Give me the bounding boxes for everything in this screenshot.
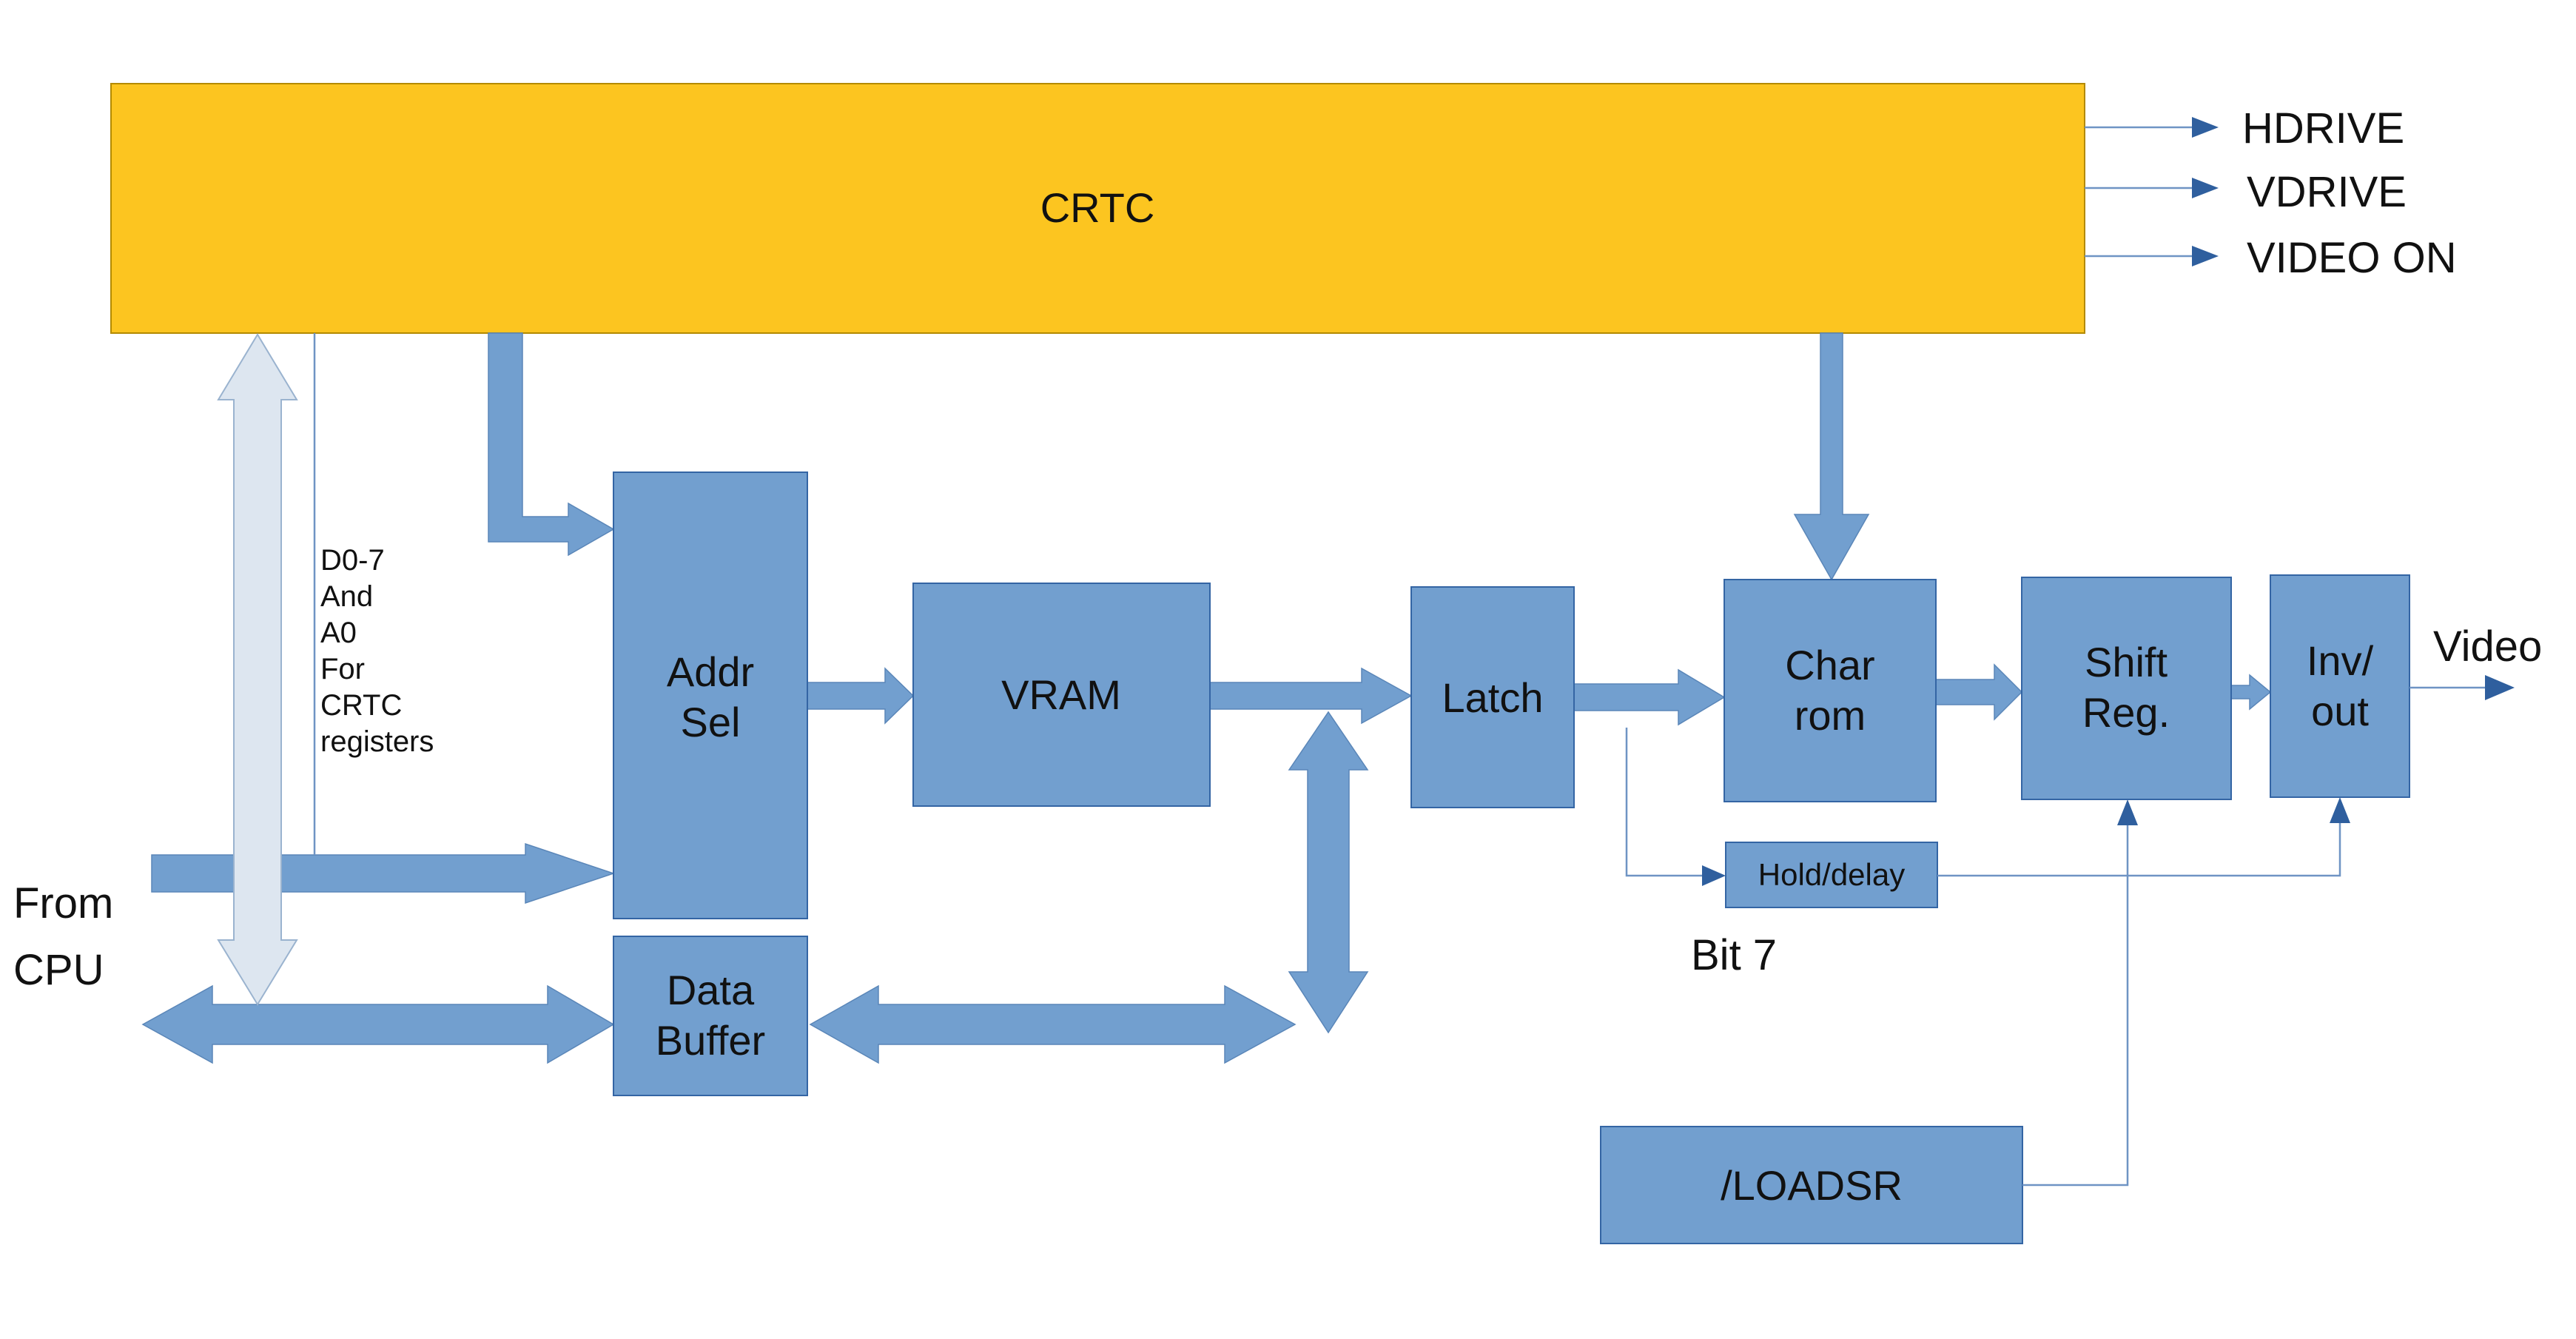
from-cpu-label: From CPU bbox=[13, 879, 113, 994]
crtc-block: CRTC bbox=[110, 83, 2085, 334]
addr-sel-block: Addr Sel bbox=[613, 471, 808, 919]
cpu-crtc-data-bus-arrow bbox=[217, 333, 298, 1006]
charrom-to-shiftreg-arrow bbox=[1935, 663, 2023, 721]
data-buffer-label-line2: Buffer bbox=[656, 1017, 765, 1064]
inv-out-label-line1: Inv/ bbox=[2307, 637, 2374, 684]
from-cpu-line2: CPU bbox=[13, 946, 104, 994]
crtc-to-charrom-arrow bbox=[1793, 332, 1870, 581]
video-on-label: VIDEO ON bbox=[2247, 234, 2457, 282]
databuffer-bus-horizontal-arrow bbox=[809, 984, 1297, 1064]
data-buffer-block: Data Buffer bbox=[613, 936, 808, 1096]
crtc-label: CRTC bbox=[1040, 184, 1155, 231]
addr-sel-label-line1: Addr bbox=[667, 648, 754, 695]
shiftreg-to-invout-arrow bbox=[2230, 674, 2272, 711]
char-rom-label-line2: rom bbox=[1795, 692, 1866, 739]
hdrive-label: HDRIVE bbox=[2242, 104, 2404, 152]
video-output-line bbox=[2409, 675, 2515, 700]
latch-to-charrom-arrow bbox=[1573, 668, 1726, 726]
addr-sel-label-line2: Sel bbox=[681, 699, 741, 745]
vdrive-label: VDRIVE bbox=[2247, 168, 2407, 216]
shift-reg-label-line2: Reg. bbox=[2082, 689, 2170, 736]
char-rom-block: Char rom bbox=[1724, 579, 1937, 802]
data-buffer-label-line1: Data bbox=[667, 967, 755, 1013]
bit7-line bbox=[1625, 728, 1726, 886]
crtc-bus-note-line5: CRTC bbox=[320, 689, 402, 722]
crtc-to-addrsel-arrow bbox=[488, 332, 615, 557]
vram-label: VRAM bbox=[1001, 671, 1121, 718]
loadsr-to-shiftreg-line bbox=[2022, 799, 2138, 1187]
vram-to-latch-arrow bbox=[1209, 667, 1413, 725]
crtc-bus-note-line4: For bbox=[320, 653, 365, 685]
shift-reg-label-line1: Shift bbox=[2085, 639, 2168, 685]
char-rom-label-line1: Char bbox=[1785, 642, 1874, 688]
video-label: Video bbox=[2433, 622, 2542, 671]
hdrive-output: HDRIVE bbox=[2085, 104, 2404, 152]
inv-out-label-line2: out bbox=[2311, 688, 2369, 734]
from-cpu-line1: From bbox=[13, 879, 113, 927]
inv-out-block: Inv/ out bbox=[2270, 574, 2410, 798]
vram-block: VRAM bbox=[912, 583, 1211, 807]
vram-bus-vertical-arrow bbox=[1288, 711, 1369, 1034]
hold-delay-block: Hold/delay bbox=[1725, 842, 1938, 908]
cpu-databuffer-arrow bbox=[141, 984, 615, 1064]
latch-label: Latch bbox=[1442, 674, 1544, 721]
hold-delay-label: Hold/delay bbox=[1758, 857, 1905, 892]
crtc-bus-note-line3: A0 bbox=[320, 617, 357, 649]
crtc-bus-note-line1: D0-7 bbox=[320, 544, 385, 577]
video-on-output: VIDEO ON bbox=[2085, 234, 2457, 282]
addrsel-to-vram-arrow bbox=[807, 667, 915, 725]
crtc-bus-note-line2: And bbox=[320, 580, 373, 613]
shift-reg-block: Shift Reg. bbox=[2021, 577, 2232, 800]
crtc-outputs: HDRIVE VDRIVE VIDEO ON bbox=[2085, 104, 2457, 282]
loadsr-block: /LOADSR bbox=[1600, 1126, 2023, 1244]
bit7-label: Bit 7 bbox=[1691, 931, 1777, 979]
loadsr-label: /LOADSR bbox=[1721, 1162, 1903, 1209]
vdrive-output: VDRIVE bbox=[2085, 168, 2407, 216]
holddelay-to-invout-line bbox=[1937, 797, 2350, 877]
latch-block: Latch bbox=[1410, 586, 1575, 808]
cpu-to-addrsel-arrow bbox=[151, 842, 616, 905]
crtc-bus-note: D0-7 And A0 For CRTC registers bbox=[320, 544, 434, 758]
crtc-bus-note-line6: registers bbox=[320, 725, 434, 758]
